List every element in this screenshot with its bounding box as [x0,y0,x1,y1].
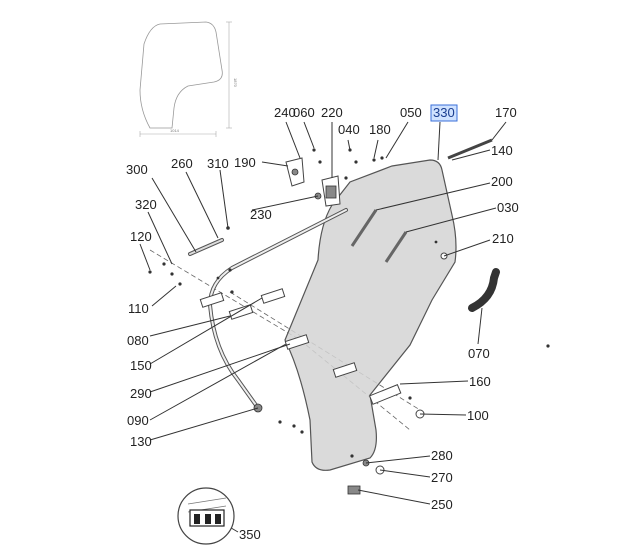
callout-140[interactable]: 140 [491,143,513,158]
callout-290[interactable]: 290 [130,386,152,401]
callout-230[interactable]: 230 [250,207,272,222]
callout-260[interactable]: 260 [171,156,193,171]
thumbnail-height-dim: 1870 [233,78,238,88]
callout-130[interactable]: 130 [130,434,152,449]
callout-030[interactable]: 030 [497,200,519,215]
callout-250[interactable]: 250 [431,497,453,512]
plate-150 [260,288,286,304]
gas-strut-200 [350,209,378,247]
callout-330-highlight [430,104,458,122]
callout-120[interactable]: 120 [130,229,152,244]
callout-200[interactable]: 200 [491,174,513,189]
callout-150[interactable]: 150 [130,358,152,373]
callout-110[interactable]: 110 [128,301,149,316]
callout-270[interactable]: 270 [431,470,453,485]
callout-350[interactable]: 350 [239,527,261,542]
leader-lines [139,121,507,533]
callout-070[interactable]: 070 [468,346,490,361]
callout-330[interactable]: 330 [433,105,455,120]
plate-mid [332,362,358,378]
callout-320[interactable]: 320 [135,197,157,212]
detail-350 [177,487,235,545]
thumbnail-width-dim: 1014 [170,128,180,133]
hinge-bracket-190 [285,157,305,187]
callout-210[interactable]: 210 [492,231,514,246]
callout-310[interactable]: 310 [207,156,229,171]
callout-180[interactable]: 180 [369,122,391,137]
callout-060[interactable]: 060 [293,105,315,120]
seal-strip-140 [447,138,493,160]
callout-080[interactable]: 080 [127,333,149,348]
hinge-rod [188,238,224,256]
hinge-bracket-220 [321,175,341,207]
gas-strut-030 [384,231,408,263]
callout-300[interactable]: 300 [126,162,148,177]
callout-170[interactable]: 170 [495,105,517,120]
callout-280[interactable]: 280 [431,448,453,463]
callout-090[interactable]: 090 [127,413,149,428]
handle-070 [468,268,500,312]
callout-labels: 240 060 220 050 330 170 040 180 140 300 … [126,105,519,542]
thumbnail-outline: 1870 1014 [139,21,238,137]
callout-190[interactable]: 190 [234,155,256,170]
plate-280-a [199,292,225,308]
callout-240[interactable]: 240 [274,105,296,120]
callout-040[interactable]: 040 [338,122,360,137]
callout-050[interactable]: 050 [400,105,422,120]
plate-080 [228,304,254,320]
callout-100[interactable]: 100 [467,408,489,423]
glass-panel [284,159,457,471]
hinge-160 [368,384,402,405]
callout-220[interactable]: 220 [321,105,343,120]
callout-160[interactable]: 160 [469,374,491,389]
